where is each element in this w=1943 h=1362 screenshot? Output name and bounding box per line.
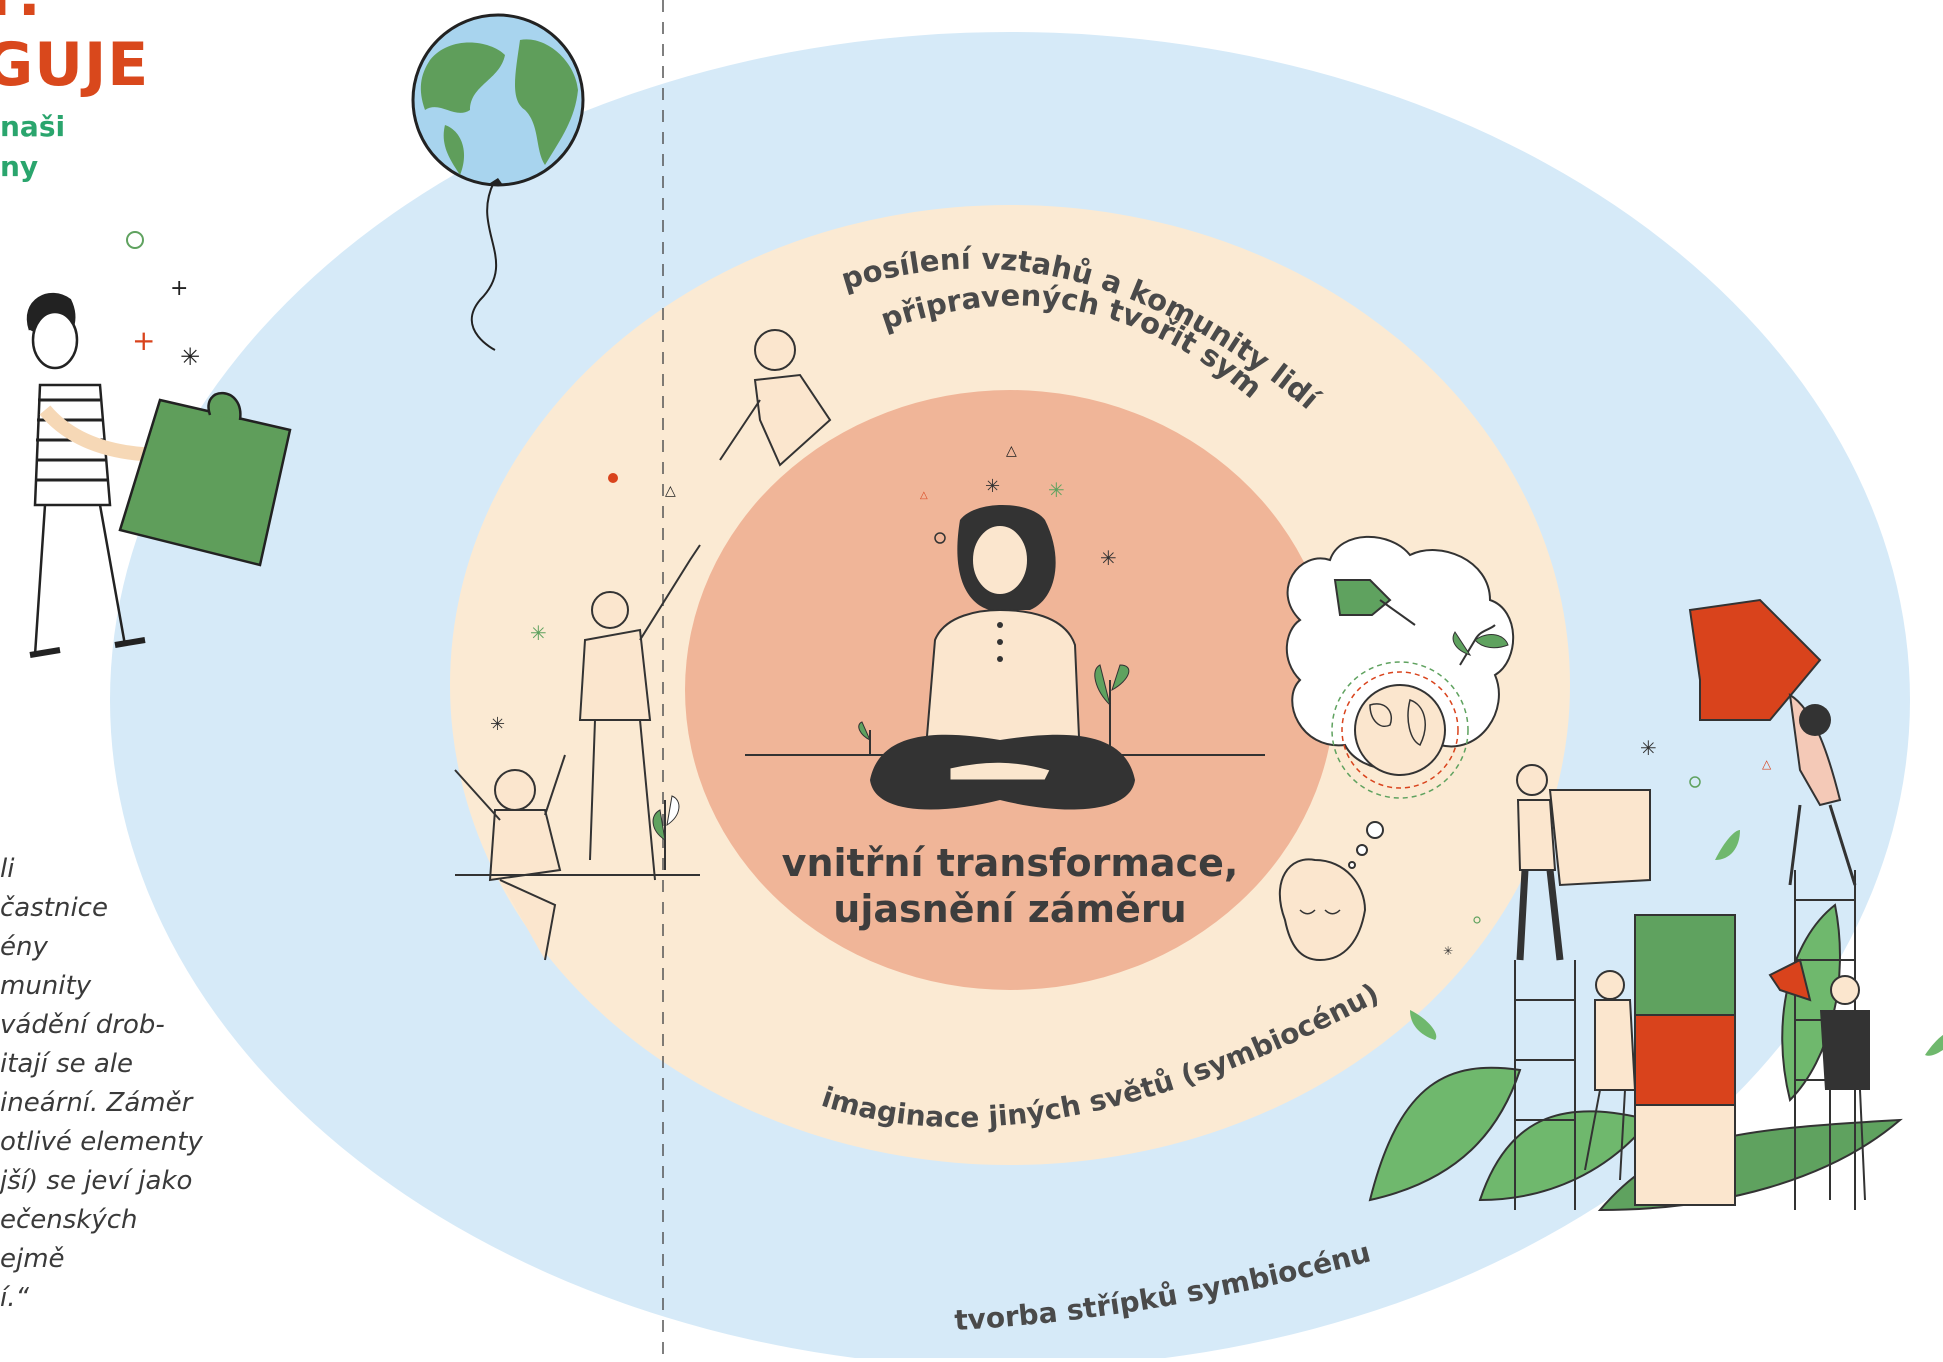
quote-line: ejmě	[0, 1244, 65, 1274]
quote-line: li	[0, 854, 15, 884]
thinking-face-icon	[1278, 858, 1367, 962]
seedling-icon	[652, 795, 680, 870]
side-quote-text: li častnice ény munity vádění drob- itaj…	[0, 850, 210, 1318]
quote-line: ény	[0, 932, 48, 962]
puzzle-team-icon	[1368, 598, 1903, 1212]
svg-text:✳: ✳	[1048, 478, 1065, 502]
header-subtitle-line1: naši	[0, 110, 66, 143]
svg-text:✳: ✳	[1443, 944, 1453, 958]
center-label-line1: vnitřní transformace,	[781, 841, 1239, 885]
center-label-line2: ujasnění záměru	[833, 887, 1187, 931]
svg-text:✳: ✳	[490, 714, 505, 735]
header-title-line2: GUJE	[0, 30, 150, 100]
quote-line: munity	[0, 971, 92, 1001]
svg-text:✳: ✳	[530, 621, 547, 645]
quote-line: ineární. Záměr	[0, 1088, 193, 1118]
megaphone-icon	[1768, 958, 1812, 1002]
svg-text:△: △	[1762, 757, 1772, 771]
quote-line: otlivé elementy	[0, 1127, 203, 1157]
people-reaching-icon	[454, 329, 832, 961]
svg-text:+: +	[132, 324, 155, 357]
svg-text:✳: ✳	[985, 476, 1000, 497]
person-with-puzzle-icon	[26, 292, 292, 658]
header-subtitle-line2: ny	[0, 150, 39, 183]
header-title-line1: Y:	[0, 0, 42, 30]
quote-line: ečenských	[0, 1205, 138, 1235]
svg-text:△: △	[665, 483, 676, 499]
quote-line: jší) se jeví jako	[0, 1166, 193, 1196]
quote-line: vádění drob-	[0, 1010, 165, 1040]
svg-text:+: +	[170, 276, 188, 301]
svg-text:△: △	[920, 490, 928, 501]
thought-cloud-icon	[1285, 535, 1515, 869]
quote-line: í.“	[0, 1283, 29, 1313]
leaf-icon	[1925, 1035, 1943, 1056]
center-ring-label: vnitřní transformace, ujasnění záměru	[760, 840, 1260, 932]
leaf-icon	[1715, 830, 1740, 860]
svg-text:✳: ✳	[1640, 736, 1657, 760]
seedling-icon	[858, 664, 1130, 755]
globe-balloon-icon	[411, 13, 585, 351]
svg-text:✳: ✳	[180, 343, 200, 371]
svg-text:△: △	[1006, 443, 1017, 459]
svg-text:✳: ✳	[1100, 546, 1117, 570]
quote-line: itají se ale	[0, 1049, 134, 1079]
quote-line: častnice	[0, 893, 108, 923]
meditating-person-icon	[745, 505, 1265, 810]
leaf-icon	[1410, 1010, 1437, 1040]
